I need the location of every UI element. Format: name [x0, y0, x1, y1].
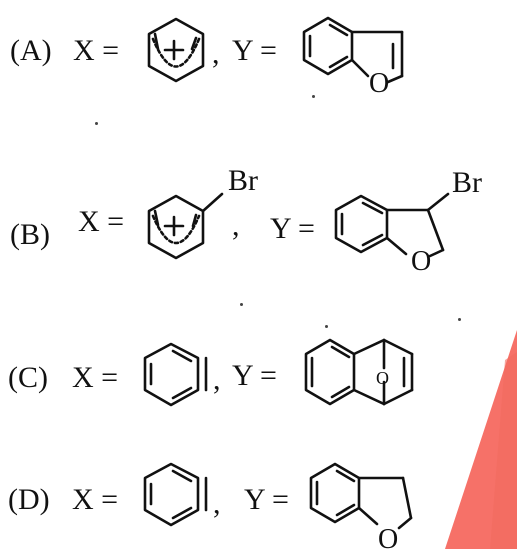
bromine-atom: Br	[228, 164, 258, 197]
y-structure-dihydrobenzofuran: O	[309, 462, 413, 549]
oxygen-atom: O	[411, 246, 431, 277]
option-label: (D)	[8, 483, 50, 516]
y-equals: Y =	[270, 212, 315, 245]
separator-comma: ,	[213, 487, 221, 520]
scan-speck	[240, 303, 243, 306]
option-label: (C)	[8, 361, 48, 394]
option-label: (A)	[10, 34, 52, 67]
scan-speck	[325, 325, 328, 328]
separator-comma: ,	[232, 209, 240, 242]
x-equals: X =	[78, 205, 125, 238]
x-equals: X =	[72, 483, 119, 516]
y-structure-benzofuran: O	[302, 16, 404, 99]
y-structure-3-bromo-dihydrobenzofuran: O Br	[334, 166, 482, 277]
x-equals: X =	[72, 361, 119, 394]
separator-comma: ,	[213, 363, 221, 396]
x-structure-benzyne	[143, 342, 208, 407]
bromine-atom: Br	[452, 166, 482, 199]
x-structure-benzyne	[143, 462, 208, 527]
option-label: (B)	[10, 218, 50, 251]
y-equals: Y =	[244, 483, 289, 516]
x-structure-bromo-cyclohexadienyl-cation: Br	[147, 164, 258, 260]
scan-speck	[312, 95, 315, 98]
y-structure-epoxynaphthalene: O	[304, 338, 414, 406]
x-structure-cyclohexadienyl-cation	[147, 17, 205, 83]
oxygen-atom: O	[378, 524, 398, 549]
scan-speck	[458, 318, 461, 321]
y-equals: Y =	[232, 359, 277, 392]
oxygen-atom: O	[369, 68, 389, 99]
oxygen-bridge-atom: O	[376, 368, 389, 388]
scan-speck	[95, 122, 98, 125]
separator-comma: ,	[212, 37, 220, 70]
x-equals: X =	[73, 34, 120, 67]
y-equals: Y =	[232, 34, 277, 67]
